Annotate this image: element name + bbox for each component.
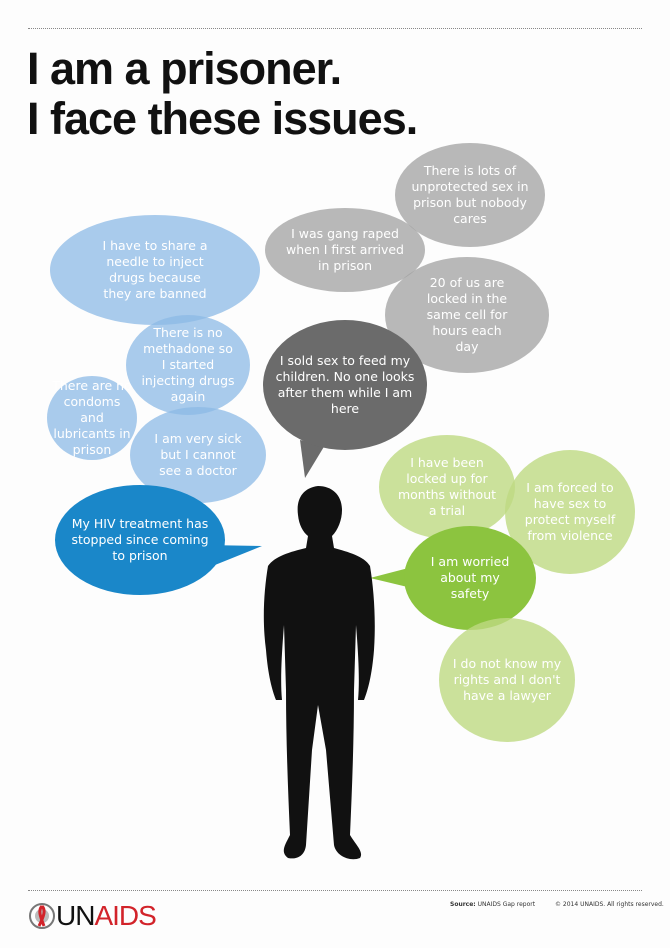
copyright: © 2014 UNAIDS. All rights reserved. [555, 901, 664, 908]
bubble-hiv-treatment: My HIV treatment has stopped since comin… [55, 485, 225, 595]
person-silhouette [263, 486, 375, 860]
bubble-condoms: There are no condoms and lubricants in p… [47, 376, 137, 460]
logo-un: UN [56, 900, 95, 931]
title-line-1: I am a prisoner. [27, 43, 342, 94]
bubble-needle: I have to share a needle to inject drugs… [50, 215, 260, 325]
source-label: Source: [450, 901, 476, 908]
un-emblem-icon [29, 903, 55, 929]
bubble-cell: 20 of us are locked in the same cell for… [385, 257, 549, 373]
bubble-methadone: There is no methadone so I started injec… [126, 315, 250, 415]
sold-bubble-tail [300, 440, 325, 478]
title-line-2: I face these issues. [27, 93, 418, 144]
bubble-unprotected-sex: There is lots of unprotected sex in pris… [395, 143, 545, 247]
page-title: I am a prisoner.I face these issues. [27, 43, 418, 144]
source: Source: UNAIDS Gap report [450, 901, 535, 908]
bubble-rights: I do not know my rights and I don't have… [439, 618, 575, 742]
bubble-safety: I am worried about my safety [404, 526, 536, 630]
top-divider [28, 28, 642, 29]
bubble-trial: I have been locked up for months without… [379, 435, 515, 539]
source-text: UNAIDS Gap report [477, 901, 536, 908]
logo-aids: AIDS [94, 900, 156, 931]
bubble-sold-sex: I sold sex to feed my children. No one l… [263, 320, 427, 450]
bottom-divider [28, 890, 642, 891]
bubble-gang-raped: I was gang raped when I first arrived in… [265, 208, 425, 292]
